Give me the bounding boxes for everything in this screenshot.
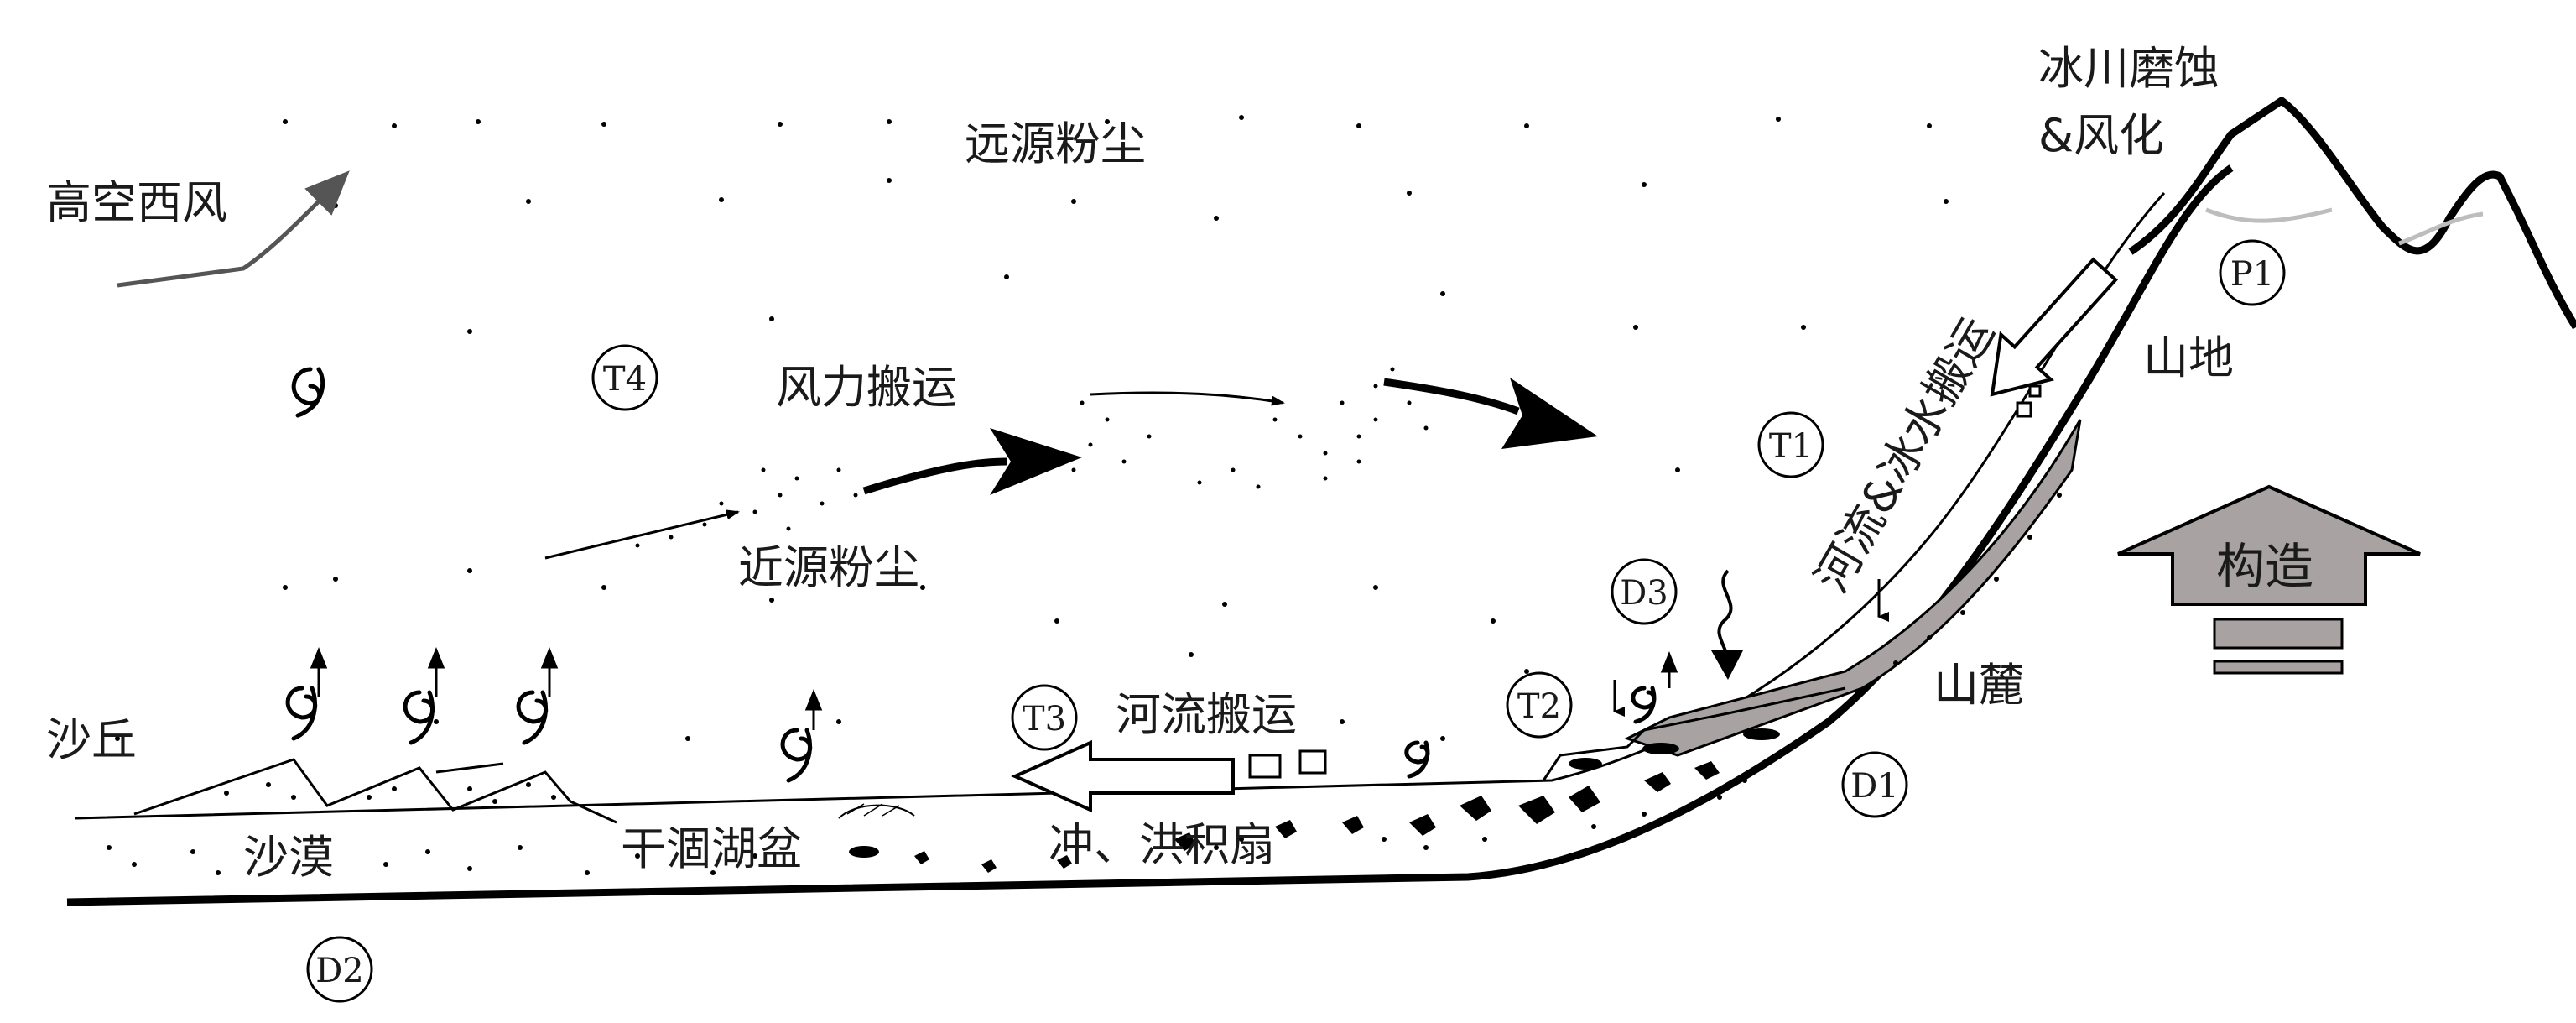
desert-dots bbox=[107, 845, 757, 875]
label-fan: 冲、洪积扇 bbox=[1049, 818, 1275, 871]
svg-text:T4: T4 bbox=[603, 360, 647, 399]
wind-arrow-bold-1 bbox=[862, 457, 1007, 495]
marker-t1: T1 bbox=[1757, 411, 1824, 478]
tectonic-bar-1 bbox=[2213, 618, 2344, 650]
mountain-ridge bbox=[2128, 97, 2576, 330]
label-weathering: &风化 bbox=[2038, 109, 2164, 162]
label-dry-lake: 干涸湖盆 bbox=[621, 822, 802, 875]
westerly-wind-arrow bbox=[117, 196, 325, 288]
label-wind-transport: 风力搬运 bbox=[776, 361, 957, 414]
marker-d2: D2 bbox=[306, 936, 373, 1003]
label-piedmont: 山麓 bbox=[1933, 659, 2024, 712]
svg-text:D1: D1 bbox=[1850, 767, 1899, 806]
label-tectonic: 构造 bbox=[2216, 538, 2313, 595]
river-glacial-arrow bbox=[1990, 257, 2119, 397]
label-dune: 沙丘 bbox=[46, 713, 137, 766]
terrace-pebbles bbox=[1569, 728, 1780, 770]
label-mountain: 山地 bbox=[2143, 331, 2234, 384]
sand-dunes bbox=[133, 758, 617, 824]
terrace-step bbox=[1542, 686, 1846, 781]
wedge-dots bbox=[1893, 493, 2062, 665]
label-far-dust: 远源粉尘 bbox=[965, 117, 1146, 170]
marker-d1: D1 bbox=[1841, 751, 1908, 818]
near-dust-arrow bbox=[544, 509, 740, 560]
label-glacier: 冰川磨蚀 bbox=[2038, 42, 2220, 95]
piedmont-sediment-wedge bbox=[1624, 419, 2082, 757]
transported-blocks bbox=[2016, 384, 2042, 418]
label-near-dust: 近源粉尘 bbox=[738, 541, 919, 594]
svg-text:T2: T2 bbox=[1517, 687, 1561, 726]
svg-text:D3: D3 bbox=[1620, 574, 1668, 613]
d3-settling-arrow bbox=[1717, 569, 1733, 664]
river-transport-arrow bbox=[1011, 739, 1235, 813]
marker-d3: D3 bbox=[1611, 558, 1678, 625]
tectonic-uplift-arrow bbox=[2117, 484, 2421, 606]
tectonic-bar-2 bbox=[2213, 660, 2344, 675]
river-blocks bbox=[1248, 749, 1327, 779]
svg-text:D2: D2 bbox=[315, 952, 364, 990]
dune-dots bbox=[224, 782, 556, 804]
label-river-transport: 河流搬运 bbox=[1116, 688, 1297, 741]
dust-dots bbox=[115, 115, 1949, 741]
dust-swirls bbox=[285, 367, 1657, 783]
label-westerly: 高空西风 bbox=[46, 176, 227, 229]
wind-arrow-thin bbox=[1090, 391, 1285, 406]
svg-text:T1: T1 bbox=[1769, 427, 1813, 466]
snowline bbox=[2205, 207, 2484, 246]
marker-t3: T3 bbox=[1011, 684, 1078, 751]
marker-p1: P1 bbox=[2219, 239, 2286, 306]
label-desert: 沙漠 bbox=[243, 831, 334, 884]
marker-t4: T4 bbox=[591, 344, 658, 411]
swirl-up-arrows bbox=[310, 646, 1678, 730]
wind-arrow-bold-2 bbox=[1383, 378, 1520, 415]
marker-t2: T2 bbox=[1506, 671, 1573, 739]
fan-gravels bbox=[849, 761, 1747, 873]
svg-text:T3: T3 bbox=[1023, 700, 1066, 739]
svg-text:P1: P1 bbox=[2230, 255, 2274, 294]
dry-lake-lens bbox=[838, 804, 915, 819]
